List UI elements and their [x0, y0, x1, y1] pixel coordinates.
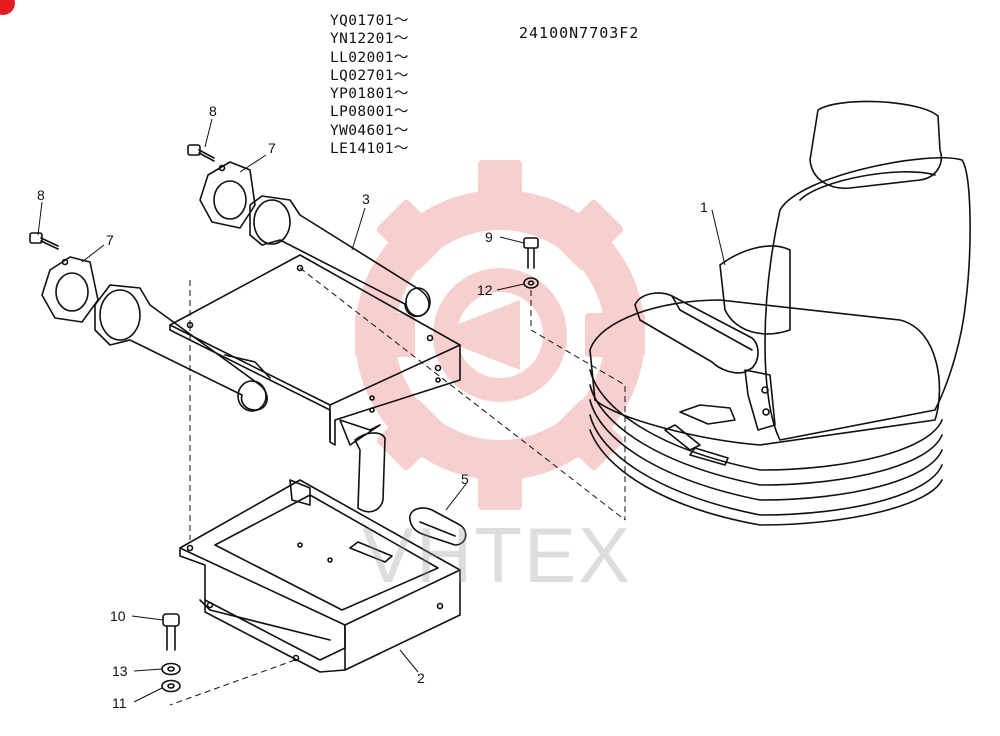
serial-number: YQ01701～ [330, 13, 409, 29]
grommet [409, 507, 467, 546]
assembly-lines [169, 267, 626, 706]
mounting-plate [169, 254, 461, 446]
callout-grommet: 5 [461, 471, 469, 487]
bolt-9 [523, 237, 539, 269]
serial-number-list: YQ01701～ YN12201～ LL02001～ LQ02701～ YP01… [330, 12, 409, 158]
leader-lines [37, 118, 726, 703]
watermark-gear-logo [355, 160, 645, 510]
seat-assembly [589, 100, 971, 526]
callout-bolt-10: 10 [110, 608, 126, 624]
slide-rail-lower [94, 284, 268, 412]
callout-bolt-9: 9 [485, 229, 493, 245]
callout-seat: 1 [700, 199, 708, 215]
bracket-lower [41, 256, 99, 323]
callout-washer-13: 13 [112, 663, 128, 679]
washer-11 [161, 679, 181, 693]
slide-rail-upper [249, 195, 431, 318]
bracket-upper [199, 161, 256, 229]
callout-slide-rail: 3 [362, 191, 370, 207]
serial-number: LE14101～ [330, 141, 409, 158]
callout-washer-11: 11 [112, 695, 127, 711]
callout-bolt-lower: 8 [37, 187, 45, 203]
serial-number: LQ02701～ [330, 67, 409, 84]
bolt-8-upper [187, 144, 215, 162]
serial-number: YW04601～ [330, 122, 409, 139]
link-strap [354, 432, 386, 513]
bolt-10 [162, 613, 180, 651]
callout-washer-12: 12 [477, 282, 493, 298]
callout-bracket-lower: 7 [106, 232, 114, 248]
corner-marker [0, 0, 15, 15]
base-frame [179, 479, 461, 673]
bolt-8-lower [29, 232, 59, 250]
washer-13 [161, 662, 181, 676]
callout-bolt-upper: 8 [209, 103, 217, 119]
serial-number: YP01801～ [330, 86, 409, 103]
callout-bracket-upper: 7 [268, 140, 276, 156]
watermark-text: VHTEX [362, 511, 633, 599]
washer-12 [523, 277, 539, 289]
serial-number: YN12201～ [330, 31, 409, 48]
serial-number: LL02001～ [330, 49, 409, 66]
part-code: 24100N7703F2 [519, 24, 640, 42]
serial-number: LP08001～ [330, 104, 409, 121]
callout-base-frame: 2 [417, 670, 425, 686]
